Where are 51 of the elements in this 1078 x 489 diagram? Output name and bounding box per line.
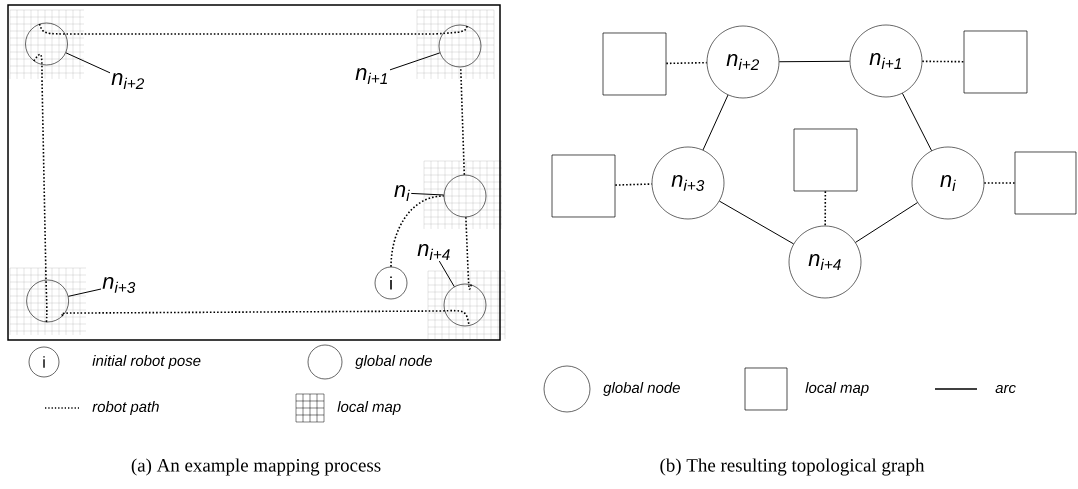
- robot-path: [465, 216, 473, 290]
- arc: [718, 200, 795, 245]
- global-node-circle: [26, 279, 69, 323]
- map-frame: [7, 4, 501, 341]
- local-map-box: [602, 32, 667, 96]
- robot-path: [390, 195, 445, 268]
- global-node-circle: [438, 24, 482, 68]
- dotted-link: [983, 182, 1016, 184]
- global-node: n$_{i+4}$: [788, 225, 862, 299]
- node-label: n$_{i+1}$: [355, 68, 387, 84]
- global-node-circle: [25, 22, 68, 66]
- legend-text: arc: [995, 384, 1016, 394]
- caption: (a) An example mapping process: [131, 458, 381, 476]
- local-map-box: [551, 154, 616, 218]
- arc: [901, 92, 933, 152]
- local-map-box: [1014, 151, 1077, 215]
- legend-text: local map: [337, 401, 401, 415]
- legend-text: robot path: [92, 401, 159, 415]
- node-label: n$_{i+4}$: [417, 244, 450, 260]
- dotted-link: [824, 190, 827, 227]
- legend-text: initial robot pose: [92, 355, 201, 369]
- global-node-circle: [443, 174, 487, 218]
- dotted-link: [614, 183, 653, 186]
- robot-path: [32, 53, 48, 324]
- legend-text: global node: [603, 382, 680, 396]
- arc: [702, 94, 729, 151]
- leader-line: [438, 260, 455, 288]
- global-node: n$_{i}$: [911, 146, 985, 220]
- caption: (b) The resulting topological graph: [660, 458, 925, 476]
- dotted-link: [665, 61, 708, 65]
- global-node: n$_{i+1}$: [849, 24, 923, 98]
- leader-line: [389, 52, 441, 71]
- global-node: n$_{i+3}$: [651, 146, 725, 220]
- node-label: n$_{i}$: [394, 185, 410, 201]
- node-label: n$_{i+2}$: [111, 73, 145, 89]
- global-node: n$_{i+2}$: [706, 25, 780, 99]
- leader-line: [65, 52, 111, 74]
- global-node-circle: [443, 283, 487, 327]
- leader-line: [67, 288, 102, 297]
- leader-line: [410, 192, 445, 196]
- node-label: n$_{i+3}$: [102, 277, 136, 293]
- legend-text: global node: [355, 355, 432, 369]
- dotted-link: [921, 60, 965, 63]
- robot-path: [60, 309, 470, 327]
- arc: [778, 60, 851, 63]
- arc: [855, 202, 918, 243]
- robot-path: [459, 66, 466, 176]
- local-map-box: [793, 128, 858, 192]
- local-map-box: [963, 30, 1028, 94]
- robot-path: [38, 23, 468, 35]
- legend-text: local map: [805, 382, 869, 396]
